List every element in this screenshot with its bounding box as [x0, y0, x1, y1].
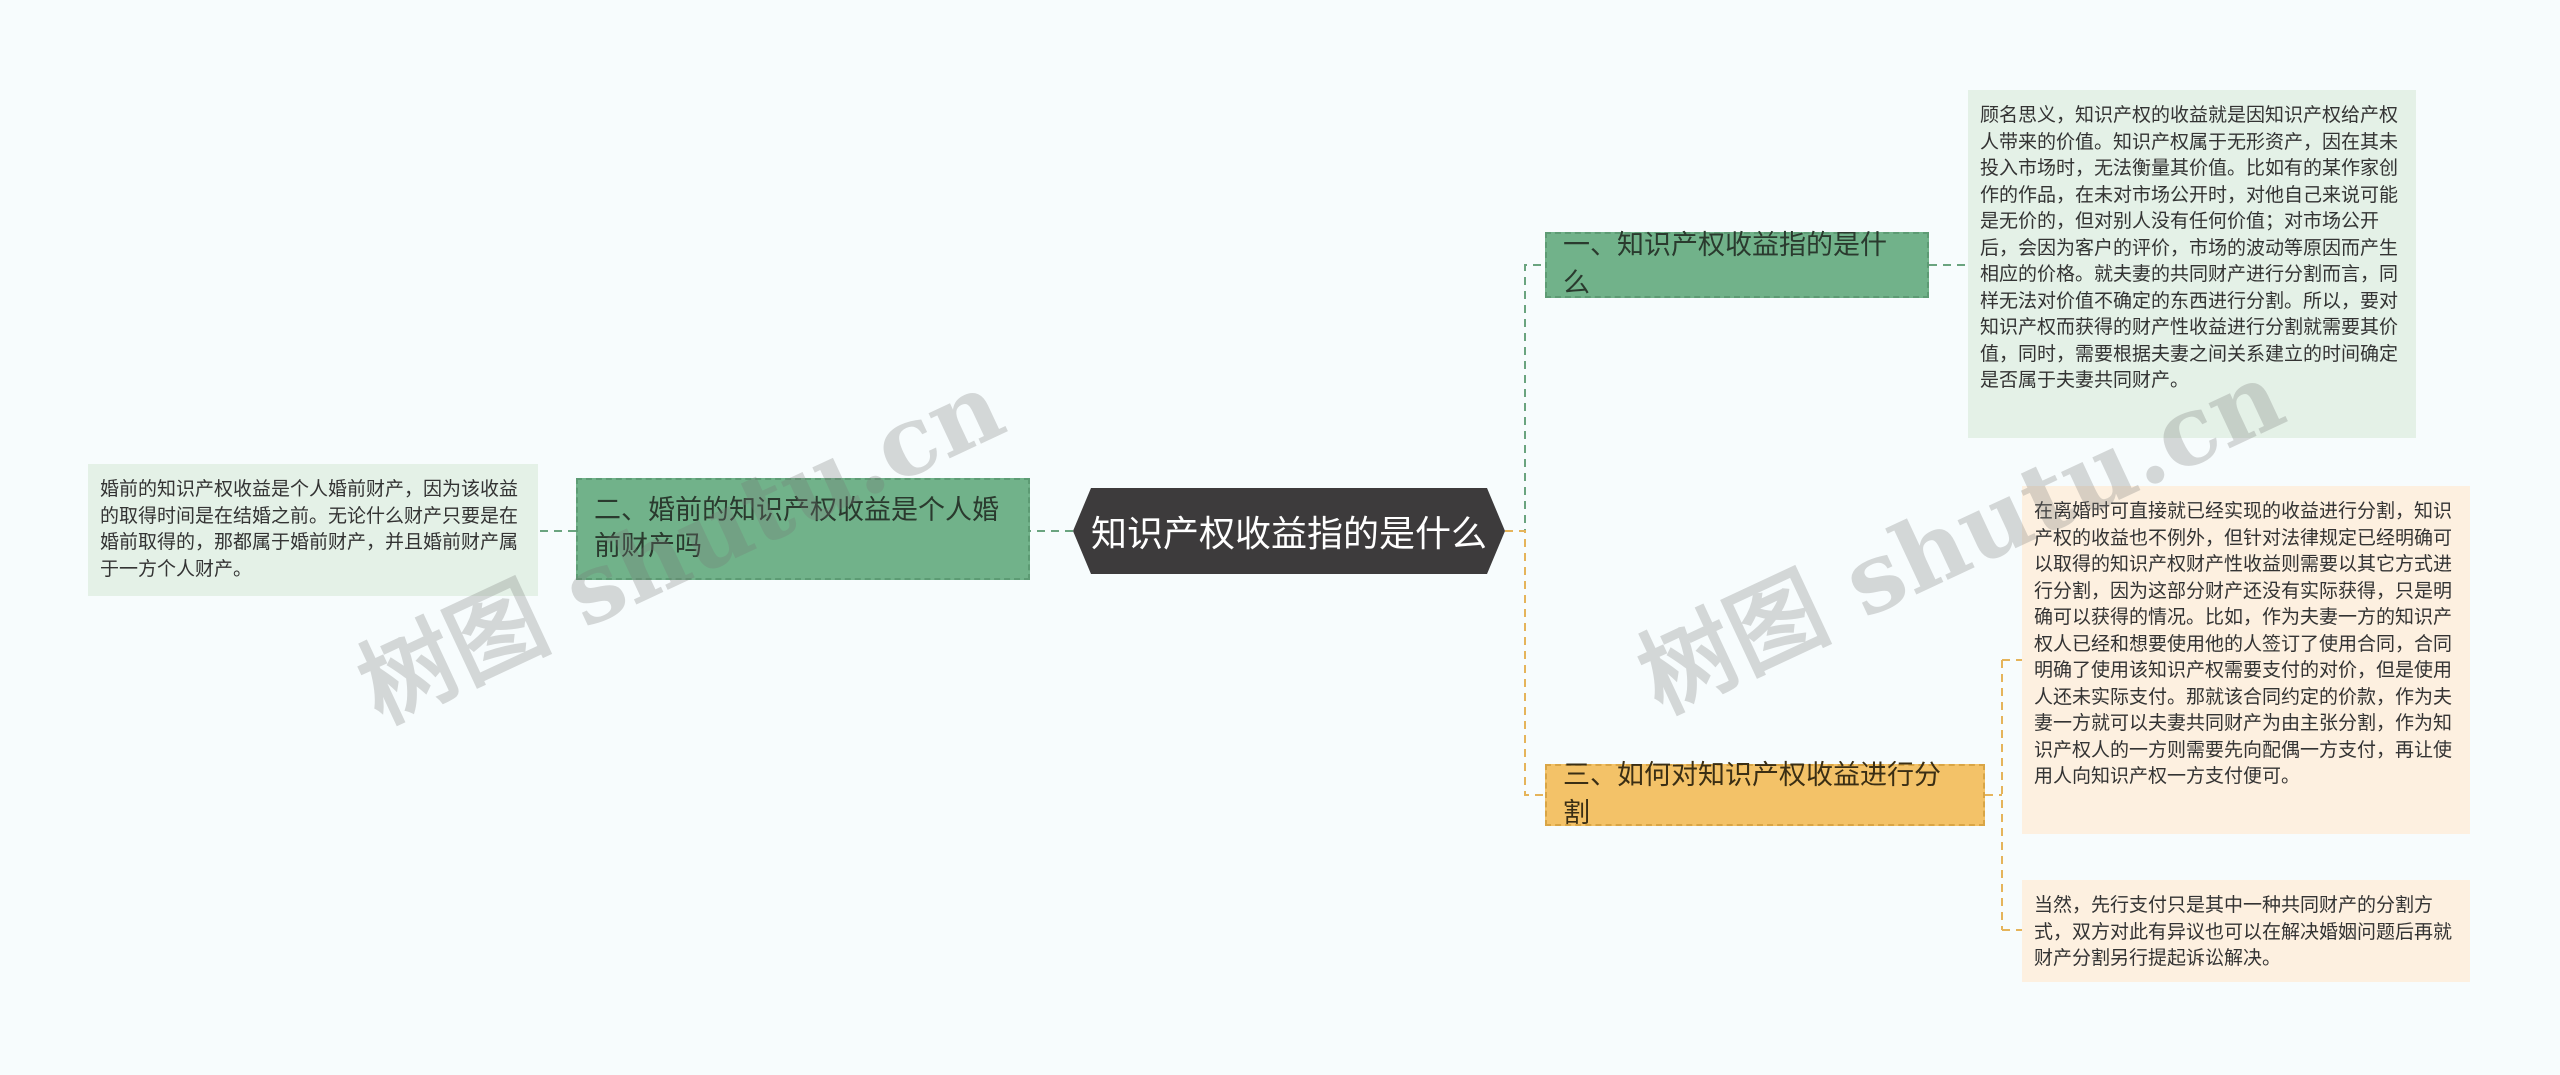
leaf-note-4-text: 当然，先行支付只是其中一种共同财产的分割方式，双方对此有异议也可以在解决婚姻问题…: [2034, 894, 2453, 969]
leaf-note-2-text: 婚前的知识产权收益是个人婚前财产，因为该收益的取得时间是在结婚之前。无论什么财产…: [100, 478, 519, 580]
link-center-branch1: [1505, 264, 1545, 532]
link-branch3-leaves: [1985, 659, 2022, 931]
leaf-note-1[interactable]: 顾名思义，知识产权的收益就是因知识产权给产权人带来的价值。知识产权属于无形资产，…: [1968, 90, 2416, 438]
branch-topic-2[interactable]: 二、婚前的知识产权收益是个人婚前财产吗: [576, 478, 1030, 580]
branch-topic-2-label: 二、婚前的知识产权收益是个人婚前财产吗: [594, 495, 999, 562]
leaf-note-2[interactable]: 婚前的知识产权收益是个人婚前财产，因为该收益的取得时间是在结婚之前。无论什么财产…: [88, 464, 538, 596]
leaf-note-3[interactable]: 在离婚时可直接就已经实现的收益进行分割，知识产权的收益也不例外，但针对法律规定已…: [2022, 486, 2470, 834]
leaf-note-4[interactable]: 当然，先行支付只是其中一种共同财产的分割方式，双方对此有异议也可以在解决婚姻问题…: [2022, 880, 2470, 982]
leaf-note-1-text: 顾名思义，知识产权的收益就是因知识产权给产权人带来的价值。知识产权属于无形资产，…: [1980, 104, 2399, 391]
central-topic[interactable]: 知识产权收益指的是什么: [1073, 488, 1505, 574]
central-topic-label: 知识产权收益指的是什么: [1090, 514, 1487, 555]
branch-topic-1[interactable]: 一、知识产权收益指的是什么: [1545, 230, 1929, 299]
leaf-note-3-text: 在离婚时可直接就已经实现的收益进行分割，知识产权的收益也不例外，但针对法律规定已…: [2034, 500, 2453, 787]
link-center-branch3: [1505, 530, 1545, 796]
branch-topic-1-label: 一、知识产权收益指的是什么: [1563, 230, 1887, 299]
branch-topic-3[interactable]: 三、如何对知识产权收益进行分割: [1545, 760, 1985, 829]
branch-topic-3-label: 三、如何对知识产权收益进行分割: [1563, 760, 1941, 829]
